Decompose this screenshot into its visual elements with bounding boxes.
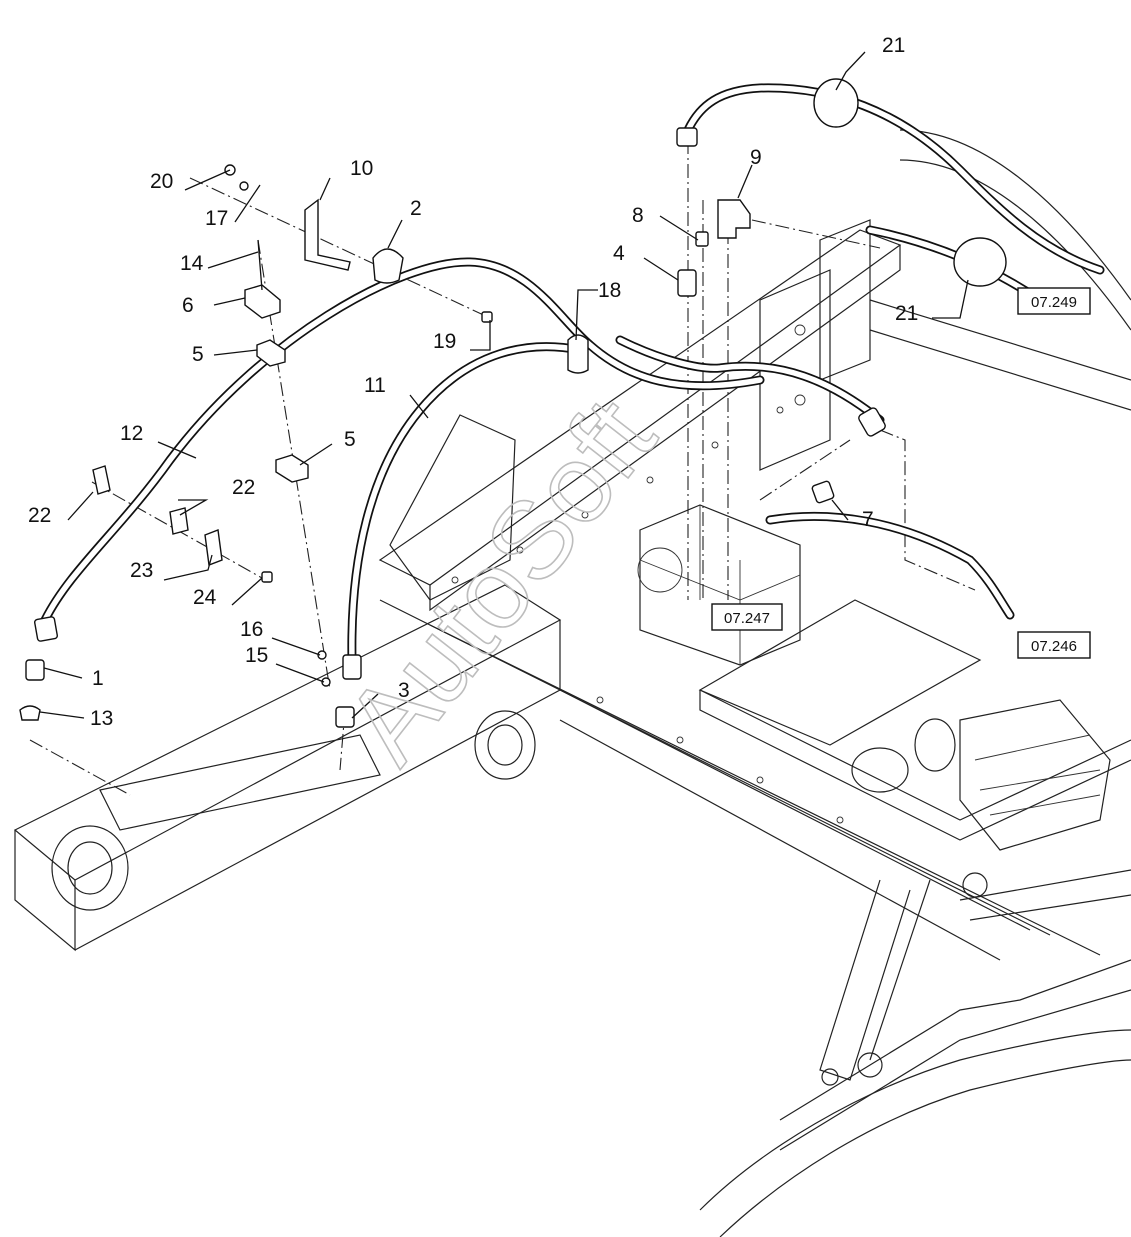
callout-17: 17 [205, 207, 228, 230]
callout-12: 12 [120, 422, 143, 445]
hose-11 [347, 342, 585, 665]
clamps-and-brackets [92, 78, 1007, 687]
cross-reference-boxes: 07.249 07.247 07.246 [711, 287, 1091, 659]
callout-6: 6 [182, 294, 194, 317]
callout-1: 1 [92, 667, 104, 690]
callout-21-right: 21 [895, 302, 918, 325]
callout-13: 13 [90, 707, 113, 730]
callout-10: 10 [350, 157, 373, 180]
assembly-centerlines [29, 140, 976, 796]
hose-fittings [19, 127, 886, 728]
callout-9: 9 [750, 146, 762, 169]
callout-18: 18 [598, 279, 621, 302]
callout-11: 11 [364, 374, 386, 397]
callout-24: 24 [193, 586, 217, 609]
callout-23: 23 [130, 559, 153, 582]
callout-22-left: 22 [28, 504, 51, 527]
ref-box-07-249 [1017, 287, 1091, 315]
ref-07-247: 07.247 [724, 610, 770, 627]
callout-21-top: 21 [882, 34, 905, 57]
callout-20: 20 [150, 170, 173, 193]
callout-labels: 1 2 3 4 5 5 6 7 8 9 10 11 12 13 14 15 16… [28, 34, 918, 730]
callout-8: 8 [632, 204, 644, 227]
ref-box-07-247 [711, 603, 783, 631]
callout-16: 16 [240, 618, 263, 641]
callout-15: 15 [245, 644, 268, 667]
callout-4: 4 [613, 242, 625, 265]
hose-upper-right [615, 83, 1105, 620]
chassis-frame [13, 129, 1131, 1237]
ref-07-249: 07.249 [1031, 294, 1077, 311]
callout-7: 7 [862, 508, 874, 531]
leader-lines [39, 51, 969, 719]
callout-3: 3 [398, 679, 410, 702]
hose-12 [40, 257, 765, 625]
callout-5-lower: 5 [344, 428, 356, 451]
callout-14: 14 [180, 252, 204, 275]
callout-19: 19 [433, 330, 456, 353]
ref-07-246: 07.246 [1031, 638, 1077, 655]
callout-5-upper: 5 [192, 343, 204, 366]
callout-2: 2 [410, 197, 422, 220]
callout-22-right: 22 [232, 476, 255, 499]
ref-box-07-246 [1017, 631, 1091, 659]
